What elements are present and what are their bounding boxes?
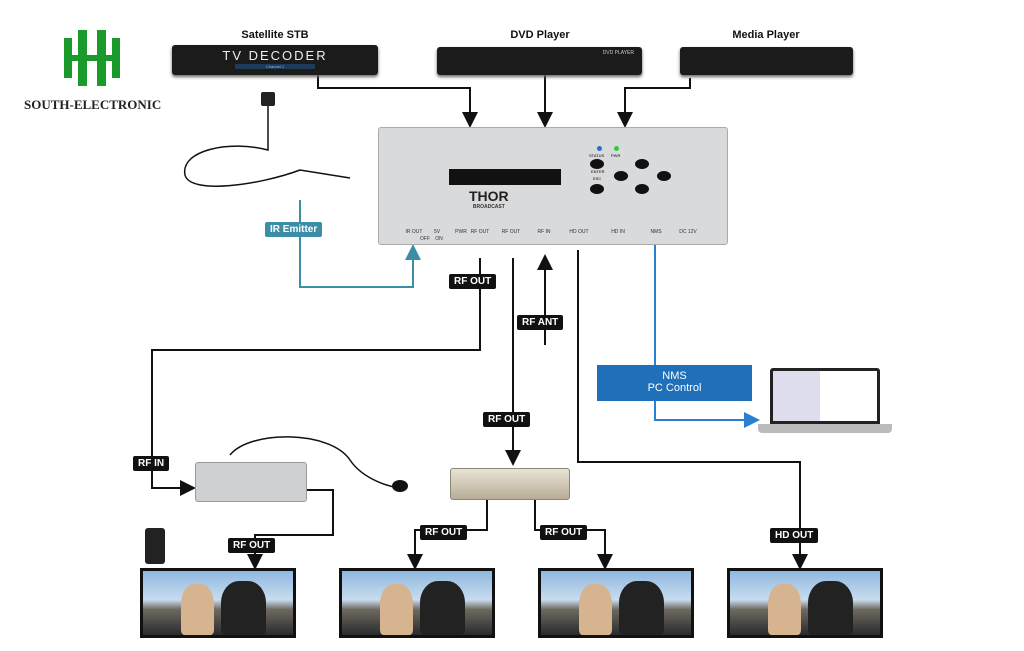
port-5v: 5V [433, 229, 441, 235]
logo-text: SOUTH-ELECTRONIC [24, 97, 162, 112]
port-hd-out: HD OUT [569, 229, 589, 235]
ir-receiver [392, 480, 408, 492]
rf-out-split-right-label: RF OUT [540, 525, 588, 540]
laptop [770, 368, 880, 424]
port-rf-in: RF IN [537, 229, 551, 235]
switch-off: OFF [420, 236, 430, 242]
pwr-label: PWR [611, 153, 621, 158]
ir-emitter-head [261, 92, 275, 106]
hd-out-label: HD OUT [770, 528, 819, 543]
right-button[interactable] [657, 171, 671, 181]
logo [60, 30, 124, 86]
tv-3 [538, 568, 694, 638]
switch-on: ON [435, 236, 443, 242]
port-rf-out-2: RF OUT [501, 229, 521, 235]
remote-control-icon [145, 528, 165, 564]
left-button[interactable] [614, 171, 628, 181]
rf-out-mod-label: RF OUT [228, 538, 276, 553]
rf-splitter [450, 468, 570, 500]
esc-button[interactable] [590, 184, 604, 194]
tv-1 [140, 568, 296, 638]
down-button[interactable] [635, 184, 649, 194]
stb-screen-text: TV DECODER [222, 48, 328, 63]
ir-emitter-label: IR Emitter [265, 222, 323, 237]
port-dc-12v: DC 12V [679, 229, 697, 235]
port-pwr: PWR [455, 229, 467, 235]
brand-logo: THOR BROADCAST [469, 188, 509, 210]
nms-subtitle: PC Control [647, 382, 702, 394]
tv-2 [339, 568, 495, 638]
mini-modulator [195, 462, 307, 502]
satellite-stb: TV DECODER Channel 1 [172, 45, 378, 75]
nms-line [654, 245, 760, 428]
nms-title: NMS [662, 370, 687, 382]
dvd-screen-text: DVD PLAYER [602, 50, 634, 56]
satellite-stb-label: Satellite STB [241, 29, 309, 41]
enter-label: ENTER [591, 169, 605, 174]
mod-ir-cable [229, 436, 401, 489]
rf-out-mid-label: RF OUT [483, 412, 531, 427]
enter-button[interactable] [590, 159, 604, 169]
lcd-display [449, 169, 561, 185]
rf-out-line [151, 258, 481, 496]
status-label: STATUS [589, 153, 605, 158]
media-player [680, 47, 853, 75]
ir-line [299, 200, 421, 288]
rf-out-top-label: RF OUT [449, 274, 497, 289]
pwr-led [614, 146, 619, 151]
stb-line [317, 75, 478, 128]
tv-4 [727, 568, 883, 638]
port-rf-out-1: RF OUT [470, 229, 490, 235]
rf-out-split-left-label: RF OUT [420, 525, 468, 540]
status-led [597, 146, 602, 151]
logo-mark-icon [64, 30, 120, 86]
dvd-player: DVD PLAYER [437, 47, 642, 75]
port-hd-in: HD IN [611, 229, 625, 235]
up-button[interactable] [635, 159, 649, 169]
laptop-base [758, 424, 892, 433]
hd-out-line [577, 250, 808, 570]
dvd-player-label: DVD Player [510, 29, 570, 41]
thor-modulator: THOR BROADCAST STATUS PWR ENTER ESC IR O… [378, 127, 728, 245]
port-nms: NMS [650, 229, 662, 235]
port-ir-out: IR OUT [405, 229, 423, 235]
ir-cable [184, 100, 351, 187]
rf-ant-label: RF ANT [517, 315, 564, 330]
media-player-label: Media Player [732, 29, 800, 41]
esc-label: ESC [593, 176, 602, 181]
nms-pc-control-box: NMS PC Control [597, 365, 752, 401]
rf-in-label: RF IN [133, 456, 170, 471]
stb-channel: Channel 1 [235, 64, 315, 69]
media-line [617, 78, 691, 128]
